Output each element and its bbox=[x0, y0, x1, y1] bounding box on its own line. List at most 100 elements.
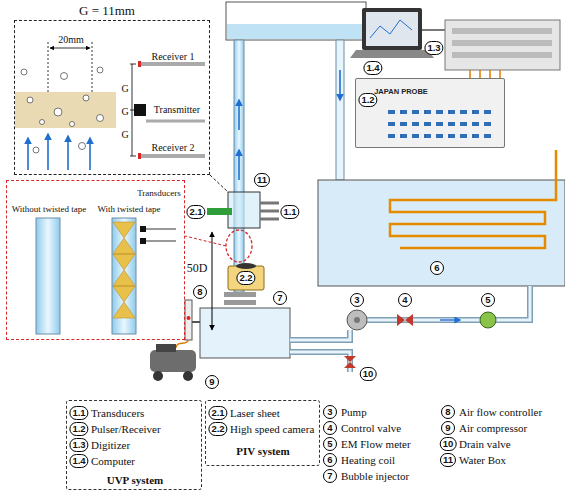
bubble-injector bbox=[224, 300, 256, 305]
water-box bbox=[260, 218, 279, 221]
small-transducers bbox=[140, 238, 146, 244]
part-label: Transmitter bbox=[154, 104, 200, 115]
air-flow-controller bbox=[187, 316, 191, 320]
return-pipe bbox=[339, 70, 341, 100]
pulser-body bbox=[412, 110, 419, 114]
pulser-body bbox=[412, 122, 419, 126]
pulser-body bbox=[400, 110, 407, 114]
high-speed-camera bbox=[236, 263, 256, 269]
legend-text: Bubble injector bbox=[341, 470, 409, 482]
loop-pipes bbox=[290, 286, 530, 372]
test-section-pipe bbox=[234, 40, 244, 292]
callout-number: 1.2 bbox=[358, 93, 377, 107]
cable bbox=[422, 30, 445, 31]
bubbles bbox=[54, 108, 62, 116]
zoom-ellipse bbox=[185, 236, 226, 246]
air-flow-controller bbox=[176, 340, 188, 348]
pump bbox=[347, 310, 367, 330]
bubbles bbox=[40, 120, 45, 125]
brand-label: JAPAN PROBE bbox=[374, 87, 428, 96]
test-section-pipe bbox=[238, 100, 240, 130]
laptop bbox=[366, 12, 418, 46]
air-compressor bbox=[153, 371, 163, 381]
plain-tube bbox=[36, 218, 60, 334]
legend-group: 1.1Transducers1.2Pulser/Receiver1.3Digit… bbox=[66, 400, 202, 490]
pump bbox=[354, 317, 360, 323]
legend-text: Air compressor bbox=[459, 422, 527, 434]
cable bbox=[422, 29, 445, 30]
bubbles bbox=[33, 147, 39, 153]
small-transducers bbox=[140, 226, 146, 232]
callout-number: 8 bbox=[441, 405, 455, 419]
gap-bracket bbox=[130, 110, 136, 111]
pulser-body bbox=[436, 110, 443, 114]
flow-arrows bbox=[89, 138, 91, 170]
callout-number: 8 bbox=[193, 285, 207, 299]
gap-bracket bbox=[130, 64, 136, 65]
transmitter-block bbox=[146, 120, 205, 123]
legend-text: Digitizer bbox=[91, 439, 130, 451]
part-label: Transducers bbox=[137, 188, 181, 198]
callout-number: 6 bbox=[323, 453, 337, 467]
callout-number: 2.2 bbox=[208, 422, 227, 436]
dimension-20mm bbox=[48, 42, 92, 92]
loop-pipes bbox=[290, 286, 530, 372]
flow-meter bbox=[480, 312, 496, 328]
signal-cables bbox=[469, 70, 471, 78]
bubbles bbox=[70, 122, 75, 127]
legend-text: Heating coil bbox=[341, 454, 395, 466]
pulser-body bbox=[448, 134, 455, 138]
high-speed-camera bbox=[228, 266, 264, 290]
detail-inset: 20mmReceiver 1GGTransmitterGReceiver 2 bbox=[14, 20, 210, 175]
legend-text: Pulser/Receiver bbox=[91, 423, 161, 435]
main-tank bbox=[318, 180, 565, 286]
legend-group: 2.1Laser sheet2.2High speed cameraPIV sy… bbox=[205, 400, 320, 466]
bubbles bbox=[27, 97, 33, 103]
main-tank bbox=[318, 180, 565, 286]
digitizer bbox=[452, 52, 552, 58]
callout-number: 11 bbox=[440, 453, 456, 467]
receiver-rods bbox=[140, 62, 205, 66]
pulser-body bbox=[388, 110, 395, 114]
callout-number: 2.2 bbox=[236, 271, 255, 285]
part-label: Receiver 1 bbox=[151, 51, 194, 62]
bottom-tank bbox=[200, 308, 290, 358]
drain-valve bbox=[344, 356, 356, 368]
bubbles bbox=[61, 73, 68, 80]
part-label: Without twisted tape bbox=[12, 204, 87, 214]
gap-bracket bbox=[130, 64, 136, 156]
legend-text: Laser sheet bbox=[230, 407, 280, 419]
group-title: UVP system bbox=[107, 474, 164, 486]
digitizer bbox=[445, 20, 560, 70]
callout-number: 1.4 bbox=[363, 61, 382, 75]
flow-arrows bbox=[28, 134, 90, 170]
pulser-body bbox=[460, 110, 467, 114]
dimension-50D bbox=[212, 232, 213, 330]
high-speed-camera bbox=[228, 263, 264, 290]
legend-text: Control valve bbox=[341, 422, 401, 434]
pulser-body bbox=[448, 110, 455, 114]
pulser-receiver: JAPAN PROBE bbox=[355, 78, 505, 148]
bubble-injector bbox=[224, 292, 256, 297]
legend-text: Computer bbox=[91, 455, 135, 467]
bubbles bbox=[97, 67, 103, 73]
callout-number: 2.1 bbox=[208, 406, 227, 420]
legend-text: Drain valve bbox=[459, 438, 511, 450]
air-compressor bbox=[150, 344, 196, 381]
pulser-body bbox=[484, 110, 491, 114]
pulser-body bbox=[424, 134, 431, 138]
part-label: G bbox=[121, 106, 128, 117]
callout-number: 5 bbox=[481, 293, 495, 307]
bubbles bbox=[21, 67, 104, 153]
pulser-body bbox=[448, 122, 455, 126]
loop-pipes bbox=[440, 319, 460, 320]
pulser-body bbox=[400, 122, 407, 126]
air-flow-controller bbox=[176, 300, 200, 348]
signal-cables bbox=[470, 70, 500, 78]
pipe-section bbox=[15, 92, 116, 128]
return-pipe bbox=[336, 40, 344, 180]
pulser-body bbox=[355, 78, 505, 148]
air-compressor bbox=[156, 344, 176, 352]
callout-number: 10 bbox=[440, 437, 457, 451]
control-valve bbox=[397, 314, 413, 326]
